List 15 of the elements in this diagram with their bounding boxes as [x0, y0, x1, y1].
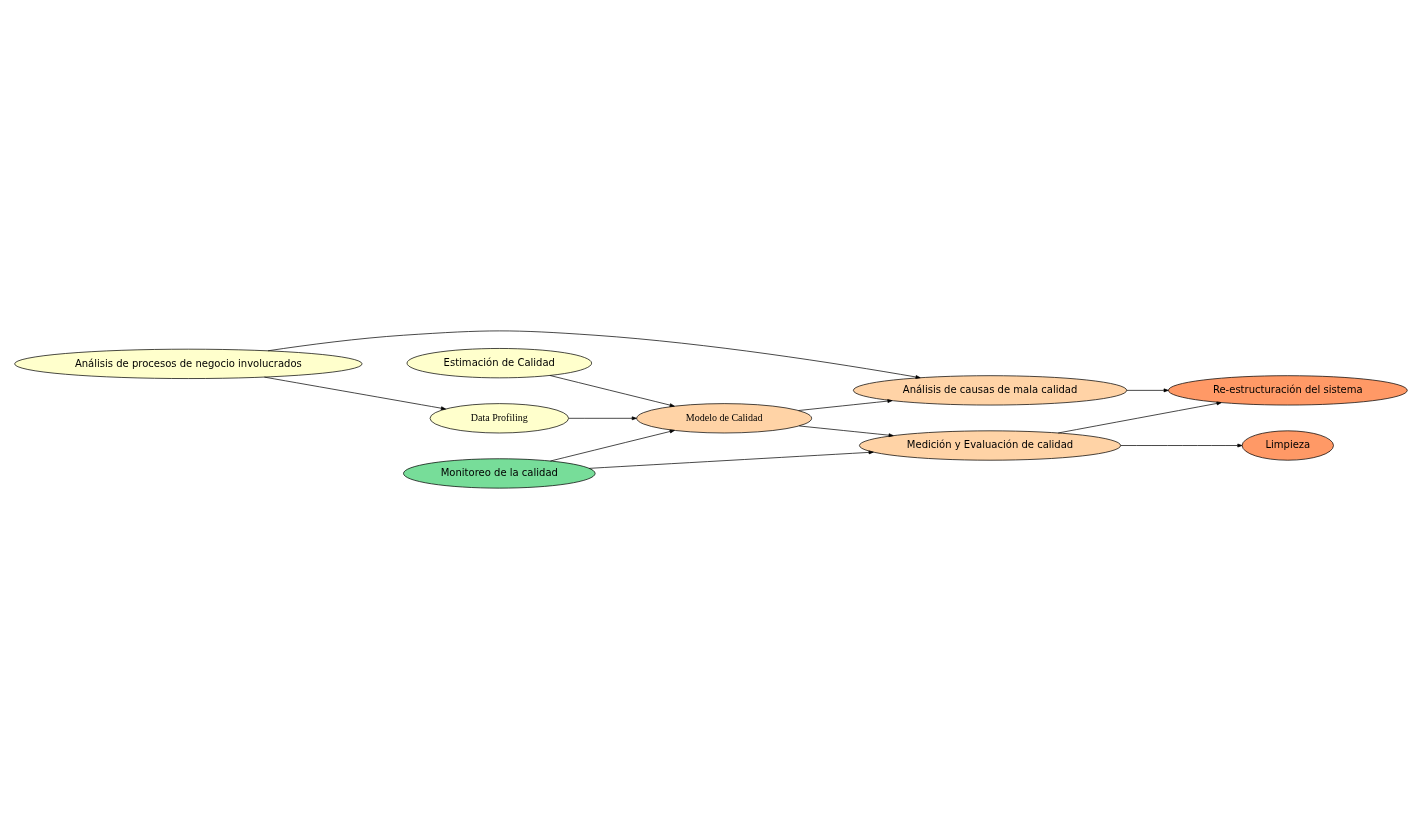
node-ellipse: Estimación de Calidad [406, 347, 592, 378]
arrow [568, 415, 637, 420]
arrow [588, 450, 874, 469]
node-ellipse: Análisis de procesos de negocio involucrados [14, 348, 363, 379]
arrow [549, 374, 675, 407]
arrow [798, 425, 894, 437]
node-ellipse: Limpieza [1241, 429, 1334, 461]
arrow [264, 376, 446, 410]
arrow [550, 429, 675, 461]
arrow [1126, 388, 1169, 392]
arrow [1057, 401, 1222, 433]
arrow [267, 330, 921, 379]
node-ellipse: Monitoreo de la calidad [403, 457, 596, 488]
arrow [1120, 443, 1243, 447]
arrow [798, 398, 893, 411]
